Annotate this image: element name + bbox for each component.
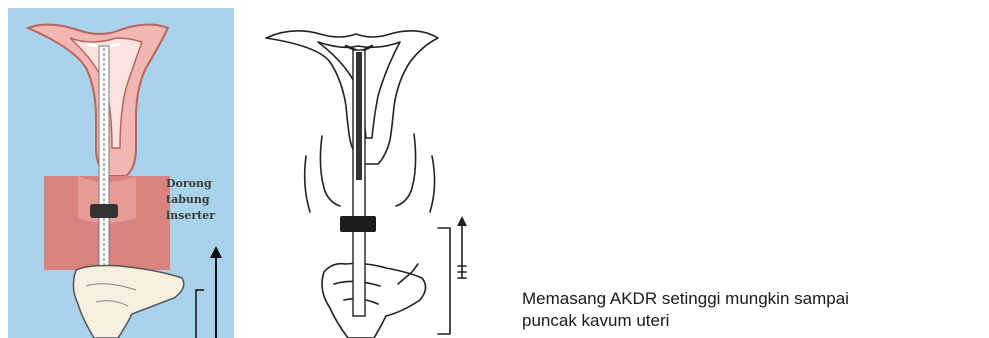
label-line-1: Dorong (166, 176, 230, 192)
caption-line-1: Memasang AKDR setinggi mungkin sampai (522, 288, 982, 310)
uterus-outline (266, 31, 438, 164)
measure-arrow-head (457, 216, 467, 226)
label-line-3: inserter (166, 208, 230, 224)
inserter-rod (356, 52, 362, 180)
measure-bracket (438, 228, 450, 334)
left-insertion-illustration (8, 8, 234, 338)
cervix-outline (320, 134, 415, 206)
push-inserter-label: Dorong tabung inserter (166, 176, 230, 224)
inserter-flange (340, 216, 376, 232)
right-insertion-illustration (262, 16, 498, 338)
hand-creases (334, 264, 418, 304)
label-line-2: tabung (166, 192, 230, 208)
inserter-flange (90, 204, 118, 218)
figure-caption: Memasang AKDR setinggi mungkin sampai pu… (522, 288, 982, 332)
caption-line-2: puncak kavum uteri (522, 310, 982, 332)
vaginal-wall-right (430, 156, 435, 212)
vaginal-wall-left (305, 156, 310, 212)
